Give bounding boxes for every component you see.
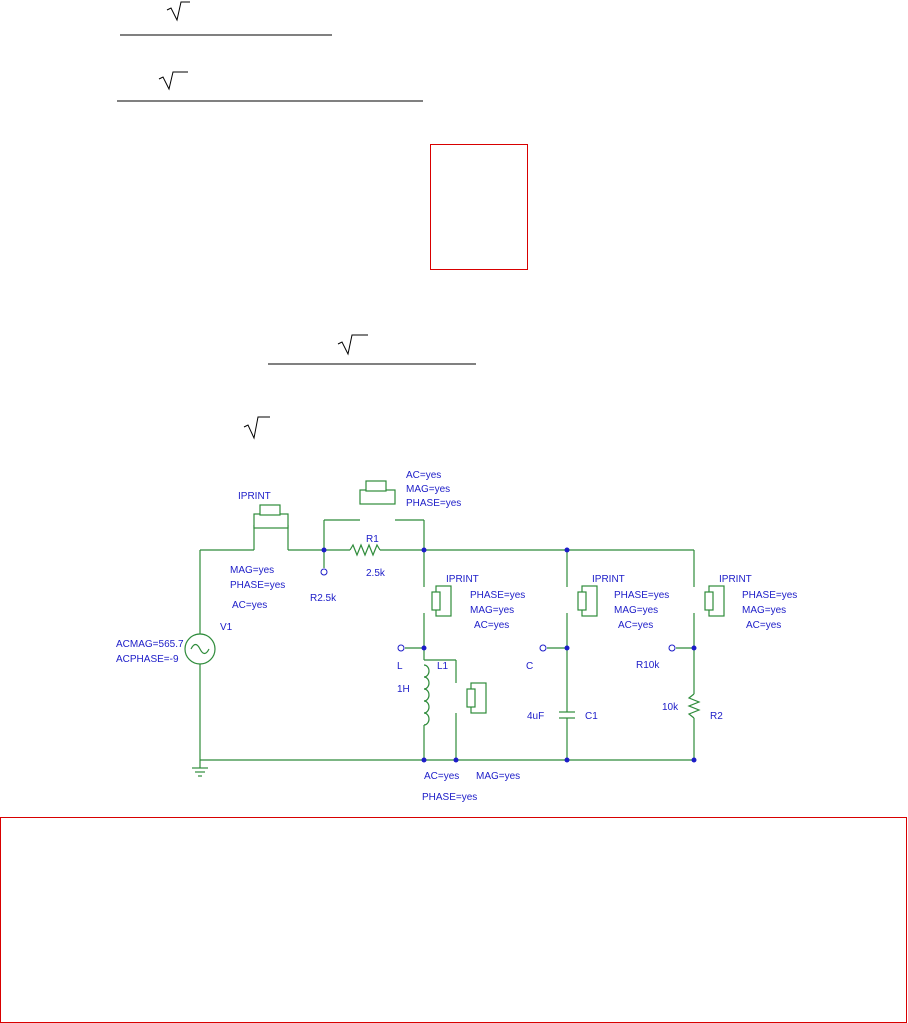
r2-ref: R2	[710, 711, 723, 722]
probe-l-bottom-mag: MAG=yes	[476, 771, 520, 782]
printer-probe-icon	[704, 585, 725, 617]
ground-icon	[192, 767, 208, 777]
equation-fragments	[117, 1, 476, 440]
r1-value: 2.5k	[366, 568, 386, 579]
probe-l-mag: MAG=yes	[470, 605, 514, 616]
probe-l-phase: PHASE=yes	[470, 590, 525, 601]
sqrt-symbol-1	[166, 1, 190, 22]
r1-ref: R1	[366, 534, 379, 545]
probe-main-ac: AC=yes	[232, 600, 267, 611]
probe-r1-mag: MAG=yes	[406, 484, 450, 495]
probe-r1-phase: PHASE=yes	[406, 498, 461, 509]
source-acmag: ACMAG=565.7	[116, 639, 184, 650]
printer-probe-icon	[253, 504, 289, 529]
probe-main-mag: MAG=yes	[230, 565, 274, 576]
inductor-node-label: L	[397, 661, 403, 672]
sqrt-symbol-4	[243, 416, 270, 440]
probe-c-ac: AC=yes	[618, 620, 653, 631]
printer-probe-icon	[577, 585, 598, 617]
ac-source-icon	[184, 633, 216, 665]
probe-r2-mag: MAG=yes	[742, 605, 786, 616]
printer-probe-icon	[359, 480, 396, 505]
capacitor-node-label: C	[526, 661, 533, 672]
source-acphase: ACPHASE=-9	[116, 654, 179, 665]
inductor-value: 1H	[397, 684, 410, 695]
node-dots	[321, 547, 697, 763]
probe-r2-name: IPRINT	[719, 574, 752, 585]
sqrt-symbol-3	[337, 334, 368, 356]
r2-node-label: R10k	[636, 660, 660, 671]
inductor-ref: L1	[437, 661, 449, 672]
probe-l-bottom-phase: PHASE=yes	[422, 792, 477, 803]
circuit-schematic: IPRINT MAG=yes PHASE=yes AC=yes AC=yes M…	[116, 470, 797, 803]
probe-c-mag: MAG=yes	[614, 605, 658, 616]
capacitor-value: 4uF	[527, 711, 544, 722]
probe-main-phase: PHASE=yes	[230, 580, 285, 591]
probe-l-ac: AC=yes	[474, 620, 509, 631]
terminal-markers	[320, 568, 676, 652]
probe-main-name: IPRINT	[238, 491, 271, 502]
probe-l-bottom-ac: AC=yes	[424, 771, 459, 782]
printer-probe-icon	[466, 682, 487, 714]
answer-box-large	[0, 817, 907, 1023]
answer-box-small	[430, 144, 528, 270]
probe-r1-ac: AC=yes	[406, 470, 441, 481]
probe-r2-phase: PHASE=yes	[742, 590, 797, 601]
probe-c-phase: PHASE=yes	[614, 590, 669, 601]
r2-value: 10k	[662, 702, 679, 713]
sqrt-symbol-2	[158, 71, 188, 91]
probe-r2-ac: AC=yes	[746, 620, 781, 631]
printer-probe-icon	[431, 585, 452, 617]
probe-c-name: IPRINT	[592, 574, 625, 585]
r1-node-label: R2.5k	[310, 593, 337, 604]
source-ref: V1	[220, 622, 233, 633]
probe-l-name: IPRINT	[446, 574, 479, 585]
capacitor-ref: C1	[585, 711, 598, 722]
